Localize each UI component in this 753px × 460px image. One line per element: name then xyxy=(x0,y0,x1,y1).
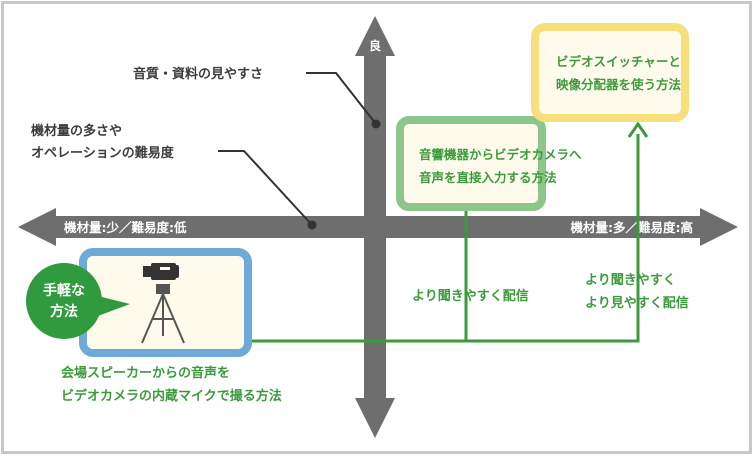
horizontal-axis-meaning-line2: オペレーションの難易度 xyxy=(31,145,175,161)
arrowhead-video-switcher xyxy=(627,121,649,138)
horizontal-axis-leader-dot xyxy=(307,220,317,230)
direct-audio-line1: 音響機器からビデオカメラへ xyxy=(419,147,582,162)
vertical-axis-leader-line xyxy=(306,72,377,125)
horizontal-axis-leader-line xyxy=(218,150,313,226)
video-switcher-line1: ビデオスイッチャーと xyxy=(556,54,681,69)
arrow-label-better-audio-video-line2: より見やすく配信 xyxy=(585,295,689,311)
vertical-axis-meaning: 音質・資料の見やすさ xyxy=(133,66,263,82)
vertical-axis-top-label: 良 xyxy=(369,38,381,53)
speaker-recording-caption-line2: ビデオカメラの内蔵マイクで撮る方法 xyxy=(61,388,282,404)
video-switcher-line2: 映像分配器を使う方法 xyxy=(556,77,682,92)
horizontal-axis-right-label: 機材量:多／難易度:高 xyxy=(571,220,694,235)
arrow-label-better-audio: より聞きやすく配信 xyxy=(412,288,529,304)
horizontal-axis-meaning-line1: 機材量の多さや xyxy=(31,123,122,139)
easy-method-badge xyxy=(26,263,130,339)
speaker-recording-caption-line1: 会場スピーカーからの音声を xyxy=(61,365,230,381)
horizontal-axis xyxy=(18,208,738,246)
horizontal-axis-left-label: 機材量:少／難易度:低 xyxy=(64,220,187,235)
tripod-icon xyxy=(141,284,185,344)
direct-audio-box xyxy=(396,116,546,211)
vertical-axis-leader-dot xyxy=(371,119,381,129)
video-switcher-box xyxy=(531,23,689,122)
video-camera-icon xyxy=(143,263,179,280)
progression-arrows xyxy=(248,134,640,343)
arrow-label-better-audio-video-line1: より聞きやすく xyxy=(585,273,676,288)
direct-audio-line2: 音声を直接入力する方法 xyxy=(419,170,557,185)
easy-method-badge-line2: 方法 xyxy=(50,303,78,320)
easy-method-badge-line1: 手軽な xyxy=(43,282,85,299)
